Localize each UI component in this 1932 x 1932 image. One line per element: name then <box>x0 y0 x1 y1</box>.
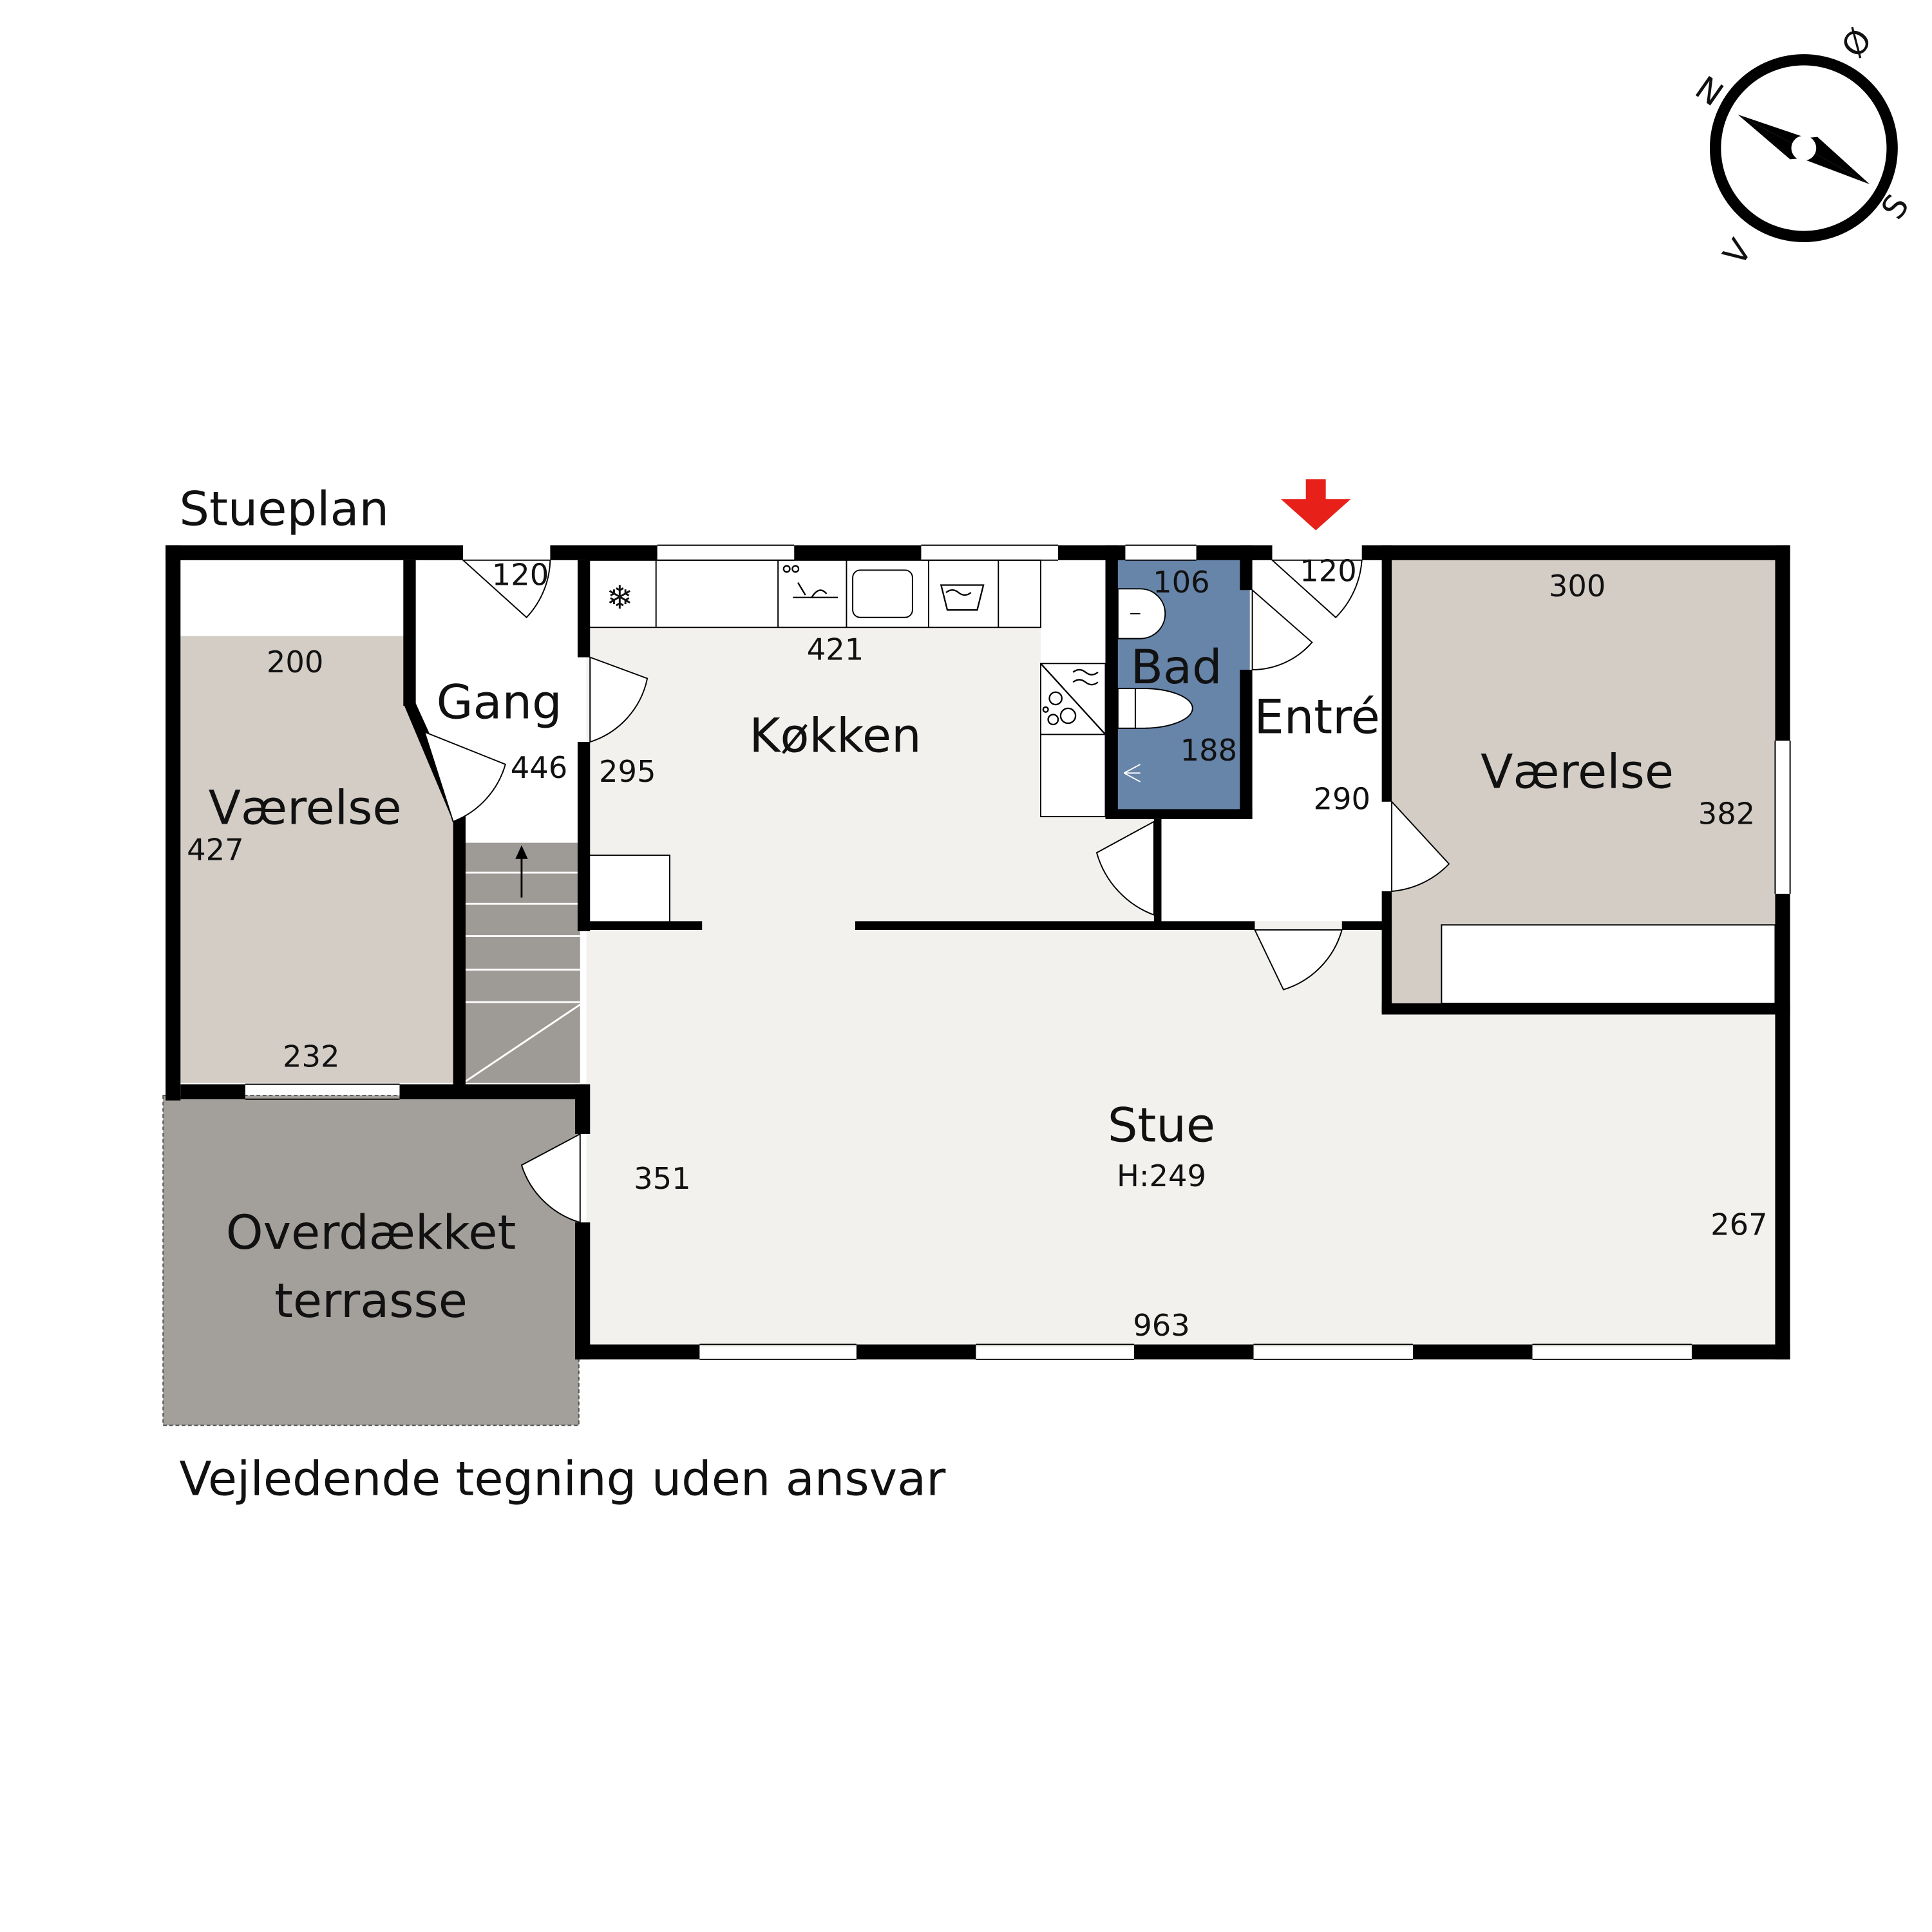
door-terrace <box>520 1133 581 1224</box>
dishwasher-icon <box>782 565 838 598</box>
living-kitchen-floor <box>586 627 1776 1347</box>
doors <box>423 559 1450 1224</box>
door-gang-top <box>461 559 551 619</box>
compass-icon: N Ø S V <box>1689 21 1917 272</box>
dim-hall-width: 120 <box>492 558 549 592</box>
door-entrance <box>1271 559 1363 619</box>
entrance-arrow-icon <box>1281 479 1351 531</box>
room-label-living: Stue <box>1108 1099 1215 1153</box>
door-gang-kitchen <box>589 656 649 743</box>
dim-bedroom-left-length: 427 <box>187 833 244 867</box>
terrace-area <box>162 1095 580 1426</box>
disclaimer-text: Vejledende tegning uden ansvar <box>179 1452 946 1507</box>
room-label-terrace-line1: Overdækket <box>226 1206 516 1260</box>
dim-hall-length: 446 <box>511 750 568 785</box>
room-label-bathroom: Bad <box>1131 640 1222 695</box>
washing-machine-icon <box>940 584 985 611</box>
dim-living-left: 351 <box>634 1161 691 1196</box>
toilet-icon <box>1117 687 1193 729</box>
dim-bedroom-left-width: 200 <box>267 645 324 679</box>
dim-kitchen-depth: 295 <box>599 754 656 789</box>
freezer-icon: ❄ <box>606 578 633 616</box>
room-label-hall: Gang <box>437 675 562 730</box>
compass-east-label: Ø <box>1833 21 1879 64</box>
dim-living-width: 963 <box>1133 1308 1190 1343</box>
bathroom-fixtures <box>1117 588 1193 782</box>
room-label-bedroom-left: Værelse <box>209 781 402 836</box>
room-label-terrace-line2: terrasse <box>274 1274 468 1329</box>
door-bathroom <box>1251 589 1313 670</box>
stair-direction-arrow-icon <box>515 845 528 898</box>
room-label-entrance: Entré <box>1254 690 1379 745</box>
living-ceiling-height: H:249 <box>1117 1159 1206 1193</box>
room-label-kitchen: Køkken <box>749 709 921 764</box>
stair-steps <box>462 871 581 1084</box>
dim-bathroom-width: 106 <box>1153 565 1210 600</box>
dim-bathroom-length: 188 <box>1180 733 1238 768</box>
dim-entrance-length: 290 <box>1314 781 1371 816</box>
compass-west-label: V <box>1716 232 1759 272</box>
dim-living-right: 267 <box>1710 1208 1768 1242</box>
sink-icon <box>1117 588 1166 639</box>
door-bedroom-right <box>1391 800 1450 893</box>
dim-bedroom-right-length: 382 <box>1698 797 1756 831</box>
door-stue <box>1253 929 1343 990</box>
room-label-bedroom-right: Værelse <box>1481 745 1674 800</box>
floor-title: Stueplan <box>179 482 389 537</box>
dim-bedroom-left-bottom: 232 <box>283 1039 340 1074</box>
bedroom-right-wardrobe <box>1441 924 1776 1004</box>
shower-icon <box>1124 764 1141 782</box>
dim-entrance-width: 120 <box>1300 554 1357 589</box>
door-bedroom-left <box>423 730 506 823</box>
stove-icon <box>1040 663 1106 735</box>
door-hall-lower <box>1095 820 1155 916</box>
bedroom-left-floor <box>180 636 453 1083</box>
windows <box>245 544 1791 1360</box>
walls <box>166 545 1790 1359</box>
dim-kitchen-width: 421 <box>807 632 864 667</box>
dim-bedroom-right-width: 300 <box>1549 569 1606 603</box>
